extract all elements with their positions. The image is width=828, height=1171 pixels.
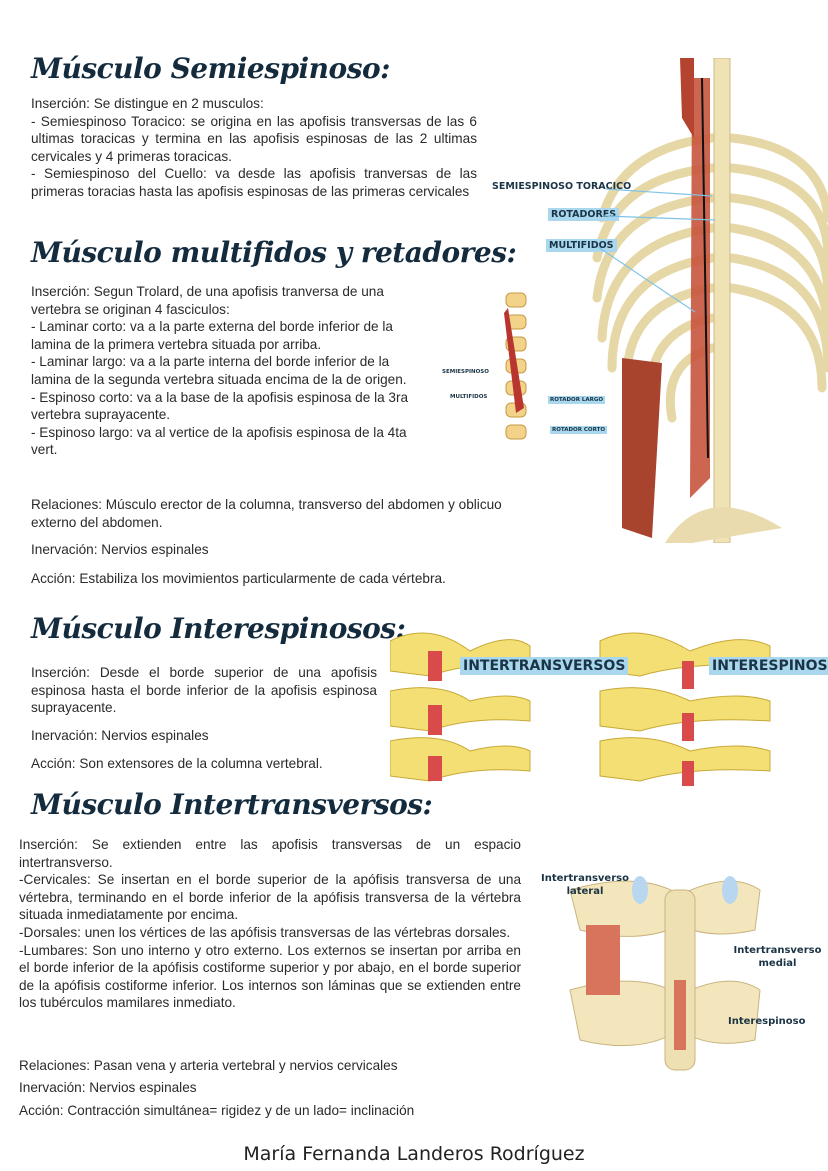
inter-muscles-illustration xyxy=(390,632,771,786)
multifidos-inervacion: Inervación: Nervios espinales xyxy=(31,542,209,557)
text-line: - Espinoso largo: va al vertice de la ap… xyxy=(31,424,407,458)
interespinosos-inervacion: Inervación: Nervios espinales xyxy=(31,728,209,743)
label-rotador-largo: ROTADOR LARGO xyxy=(548,396,606,404)
semiespinoso-body: Inserción: Se distingue en 2 musculos: -… xyxy=(31,95,477,201)
interespinosos-accion: Acción: Son extensores de la columna ver… xyxy=(31,756,323,771)
multifidos-accion: Acción: Estabiliza los movimientos parti… xyxy=(31,571,446,586)
lumbar-illustration xyxy=(569,876,761,1071)
text-line: Inserción: Segun Trolard, de una apofisi… xyxy=(31,284,384,317)
multifidos-body: Inserción: Segun Trolard, de una apofisi… xyxy=(31,283,431,459)
intertransversos-accion: Acción: Contracción simultánea= rigidez … xyxy=(19,1103,415,1118)
label-intertransverso-lateral: Intertransverso lateral xyxy=(541,873,629,897)
intertransversos-body: Inserción: Se extienden entre las apofis… xyxy=(19,836,521,1012)
label-semiespinoso: SEMIESPINOSO xyxy=(442,369,489,375)
small-spine-figure xyxy=(486,288,546,458)
label-rotador-corto: ROTADOR CORTO xyxy=(550,426,608,434)
title-multifidos: Músculo multifidos y retadores: xyxy=(31,236,517,269)
intertransversos-inervacion: Inervación: Nervios espinales xyxy=(19,1080,197,1095)
text-line: -Cervicales: Se insertan en el borde sup… xyxy=(19,872,521,923)
small-spine-illustration xyxy=(504,292,527,440)
title-semiespinoso: Músculo Semiespinoso: xyxy=(31,52,390,85)
text-line: Inserción: Se distingue en 2 musculos: xyxy=(31,96,264,111)
text-line: - Semiespinoso del Cuello: va desde las … xyxy=(31,166,477,199)
author-footer: María Fernanda Landeros Rodríguez xyxy=(243,1143,585,1165)
label-leader-lines xyxy=(597,188,716,313)
label-intertransverso-medial: Intertransverso medial xyxy=(733,945,822,969)
text-line: - Semiespinoso Toracico: se origina en l… xyxy=(31,113,477,164)
text-line: - Espinoso corto: va a la base de la apo… xyxy=(31,389,409,423)
inter-muscles-figure xyxy=(390,621,828,791)
label-semiespinoso-toracico: SEMIESPINOSO TORACICO xyxy=(492,181,632,192)
label-interespinosos: INTERESPINOSOS xyxy=(709,657,828,675)
label-rotadores: ROTADORES xyxy=(548,208,620,221)
title-intertransversos: Músculo Intertransversos: xyxy=(31,788,433,821)
label-multifidos-small: MULTIFIDOS xyxy=(450,394,488,400)
text-line: Inserción: Se extienden entre las apofis… xyxy=(19,837,521,870)
label-multifidos: MULTIFIDOS xyxy=(546,239,617,252)
text-line: - Laminar largo: va a la parte interna d… xyxy=(31,354,407,387)
intertransversos-relaciones: Relaciones: Pasan vena y arteria vertebr… xyxy=(19,1058,398,1073)
back-muscles-illustration xyxy=(592,58,828,543)
multifidos-relaciones: Relaciones: Músculo erector de la column… xyxy=(31,497,502,530)
title-interespinosos: Músculo Interespinosos: xyxy=(31,612,406,645)
lumbar-figure xyxy=(560,870,770,1080)
interespinosos-insercion: Inserción: Desde el borde superior de un… xyxy=(31,665,377,716)
label-interespinoso: Interespinoso xyxy=(728,1016,806,1027)
text-line: -Dorsales: unen los vértices de las apóf… xyxy=(19,924,511,940)
label-intertransversos: INTERTRANSVERSOS xyxy=(460,657,629,675)
text-line: -Lumbares: Son uno interno y otro extern… xyxy=(19,942,521,1011)
back-muscles-figure xyxy=(582,58,828,543)
text-line: - Laminar corto: va a la parte externa d… xyxy=(31,319,393,352)
